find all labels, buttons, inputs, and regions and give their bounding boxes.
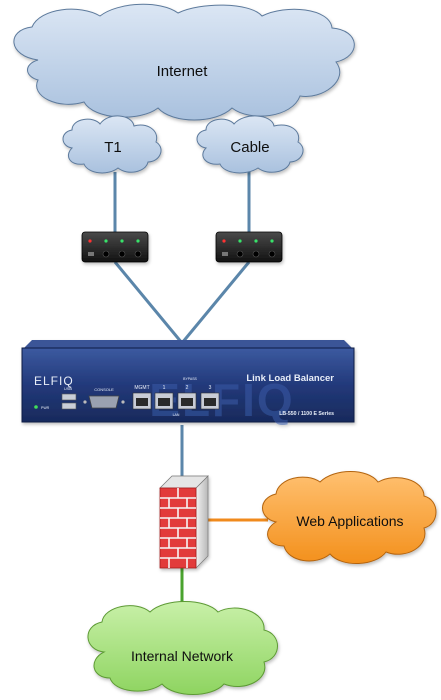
connection-lines: [113, 172, 268, 616]
usb-label: USB: [64, 386, 73, 391]
bypass-label: BYPASS: [183, 377, 197, 381]
modem2-to-balancer-link: [180, 261, 251, 344]
firewall-side: [195, 475, 209, 569]
modem-led-green: [238, 239, 242, 243]
cable-modem: [215, 231, 283, 263]
cloud-icon: [262, 471, 437, 565]
modem-icon: [81, 231, 149, 263]
web-applications-cloud: Web Applications: [262, 471, 437, 565]
port-socket: [136, 398, 148, 406]
pwr-label: PWR: [41, 406, 50, 410]
usb-port: [61, 393, 77, 401]
modem-jack: [118, 250, 126, 258]
modem-jack: [134, 250, 142, 258]
t1-label: T1: [104, 139, 122, 156]
brick-pattern: [160, 488, 196, 568]
internal-network-cloud: Internal Network: [87, 601, 278, 695]
port-label: 2: [186, 385, 189, 391]
t1-modem: [81, 231, 149, 263]
port-1: 1: [154, 385, 174, 410]
cloud-icon: [13, 3, 355, 121]
series-label: LB-550 / 1100 E Series: [279, 411, 334, 417]
modem-port: [88, 252, 94, 256]
port-socket: [158, 398, 170, 406]
console-label: CONSOLE: [94, 387, 114, 392]
modem-jack: [102, 250, 110, 258]
appliance-top: [24, 340, 352, 348]
modem1-to-balancer-link: [113, 261, 184, 344]
port-socket: [181, 398, 193, 406]
t1-cloud: T1: [62, 115, 162, 174]
modem-led-green: [270, 239, 274, 243]
internet-cloud: Internet: [13, 3, 355, 121]
console-port: [88, 395, 120, 409]
port-label: 3: [209, 385, 212, 391]
cable-label: Cable: [230, 139, 269, 156]
cloud-icon: [62, 115, 162, 174]
modem-led-red: [88, 239, 92, 243]
usb-port: [61, 402, 77, 410]
modem-led-green: [254, 239, 258, 243]
firewall: [159, 475, 209, 569]
power-led: [34, 405, 38, 409]
web-applications-label: Web Applications: [296, 513, 403, 529]
cloud-icon: [196, 115, 304, 174]
lan-label: LAN: [173, 413, 180, 417]
modem-led-green: [104, 239, 108, 243]
port-2: 2: [177, 385, 197, 410]
appliance-body: [21, 347, 355, 423]
link-load-balancer: ELFIQ ELFIQ Link Load Balancer LB-550 / …: [21, 340, 355, 426]
modem-led-red: [222, 239, 226, 243]
internet-label: Internet: [157, 63, 209, 80]
cable-cloud: Cable: [196, 115, 304, 174]
port-mgmt: MGMT: [132, 385, 152, 410]
modem-led-green: [120, 239, 124, 243]
modem-jack: [252, 250, 260, 258]
console-screw: [121, 400, 125, 404]
modem-icon: [215, 231, 283, 263]
port-label: MGMT: [134, 385, 149, 391]
cloud-icon: [87, 601, 278, 695]
modem-jack: [236, 250, 244, 258]
elfiq-logo: ELFIQ: [34, 374, 74, 388]
port-label: 1: [163, 385, 166, 391]
modem-port: [222, 252, 228, 256]
modem-jack: [268, 250, 276, 258]
modem-led-green: [136, 239, 140, 243]
console-screw: [83, 400, 87, 404]
internal-network-label: Internal Network: [131, 648, 234, 664]
port-3: 3: [200, 385, 220, 410]
port-socket: [204, 398, 216, 406]
product-name: Link Load Balancer: [246, 373, 334, 384]
